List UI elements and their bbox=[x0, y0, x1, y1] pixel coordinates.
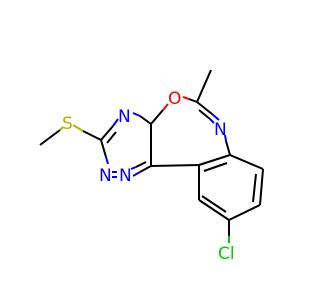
bond-s-c-2 bbox=[82, 130, 102, 141]
atom-n-triazine-left: N bbox=[99, 166, 112, 186]
bond-c9-c10 bbox=[228, 204, 261, 221]
bond-n4-c4a-n bbox=[132, 112, 141, 117]
atom-o-ring: O bbox=[168, 89, 181, 109]
bond-n7-c7a-n bbox=[224, 134, 227, 142]
atom-n-ring: N bbox=[214, 120, 227, 140]
bond-n1-c-double bbox=[135, 161, 147, 168]
bond-c11a-c7a-double bbox=[203, 162, 228, 172]
molecule-structure: N N N O N S Cl bbox=[39, 69, 264, 264]
bond-n1-c-2 bbox=[139, 165, 152, 173]
bond-n7-c7a bbox=[225, 140, 231, 156]
atom-s-thioether: S bbox=[62, 114, 73, 134]
bond-s-c bbox=[72, 124, 84, 132]
bond-c11a-c7a bbox=[198, 154, 231, 166]
bond-c10-c11 bbox=[198, 199, 230, 221]
bond-c11b-c11a bbox=[150, 164, 200, 167]
bond-c3-n4-double bbox=[106, 131, 117, 144]
atom-n-triazine-bottom: N bbox=[119, 166, 132, 186]
atom-n-triazine-top: N bbox=[118, 107, 131, 127]
bond-o-c6-red bbox=[182, 96, 190, 100]
bond-o-c6 bbox=[188, 98, 198, 103]
bond-c6-methyl bbox=[196, 69, 212, 103]
bond-c4a-o-red bbox=[162, 103, 169, 111]
bond-c6-n7-n bbox=[211, 113, 220, 121]
bond-c6-n7 bbox=[196, 101, 213, 115]
bond-c3-n2 bbox=[100, 139, 107, 158]
bond-c8-c9-double bbox=[252, 173, 257, 203]
bond-c3-n2-n bbox=[105, 156, 109, 165]
bond-methyl-s-right bbox=[59, 126, 64, 131]
bond-n1-c-double-n bbox=[130, 166, 137, 170]
bond-methyl-s bbox=[39, 129, 61, 146]
bond-c6-n7-double bbox=[198, 109, 211, 120]
bond-c7a-c8 bbox=[229, 154, 264, 170]
bond-n4-c4a bbox=[139, 115, 152, 125]
atom-cl-substituent: Cl bbox=[218, 244, 235, 264]
bond-c10-c11-double bbox=[201, 195, 227, 213]
bond-c4a-o bbox=[150, 109, 164, 125]
bond-c3-n4 bbox=[100, 125, 114, 141]
bond-n1-c bbox=[132, 171, 141, 177]
bond-c3-n4-n bbox=[112, 118, 119, 127]
bond-c6-n7-double-n bbox=[209, 118, 215, 124]
molecule-svg: N N N O N S Cl bbox=[39, 69, 264, 264]
bond-c8-c9 bbox=[259, 168, 264, 206]
